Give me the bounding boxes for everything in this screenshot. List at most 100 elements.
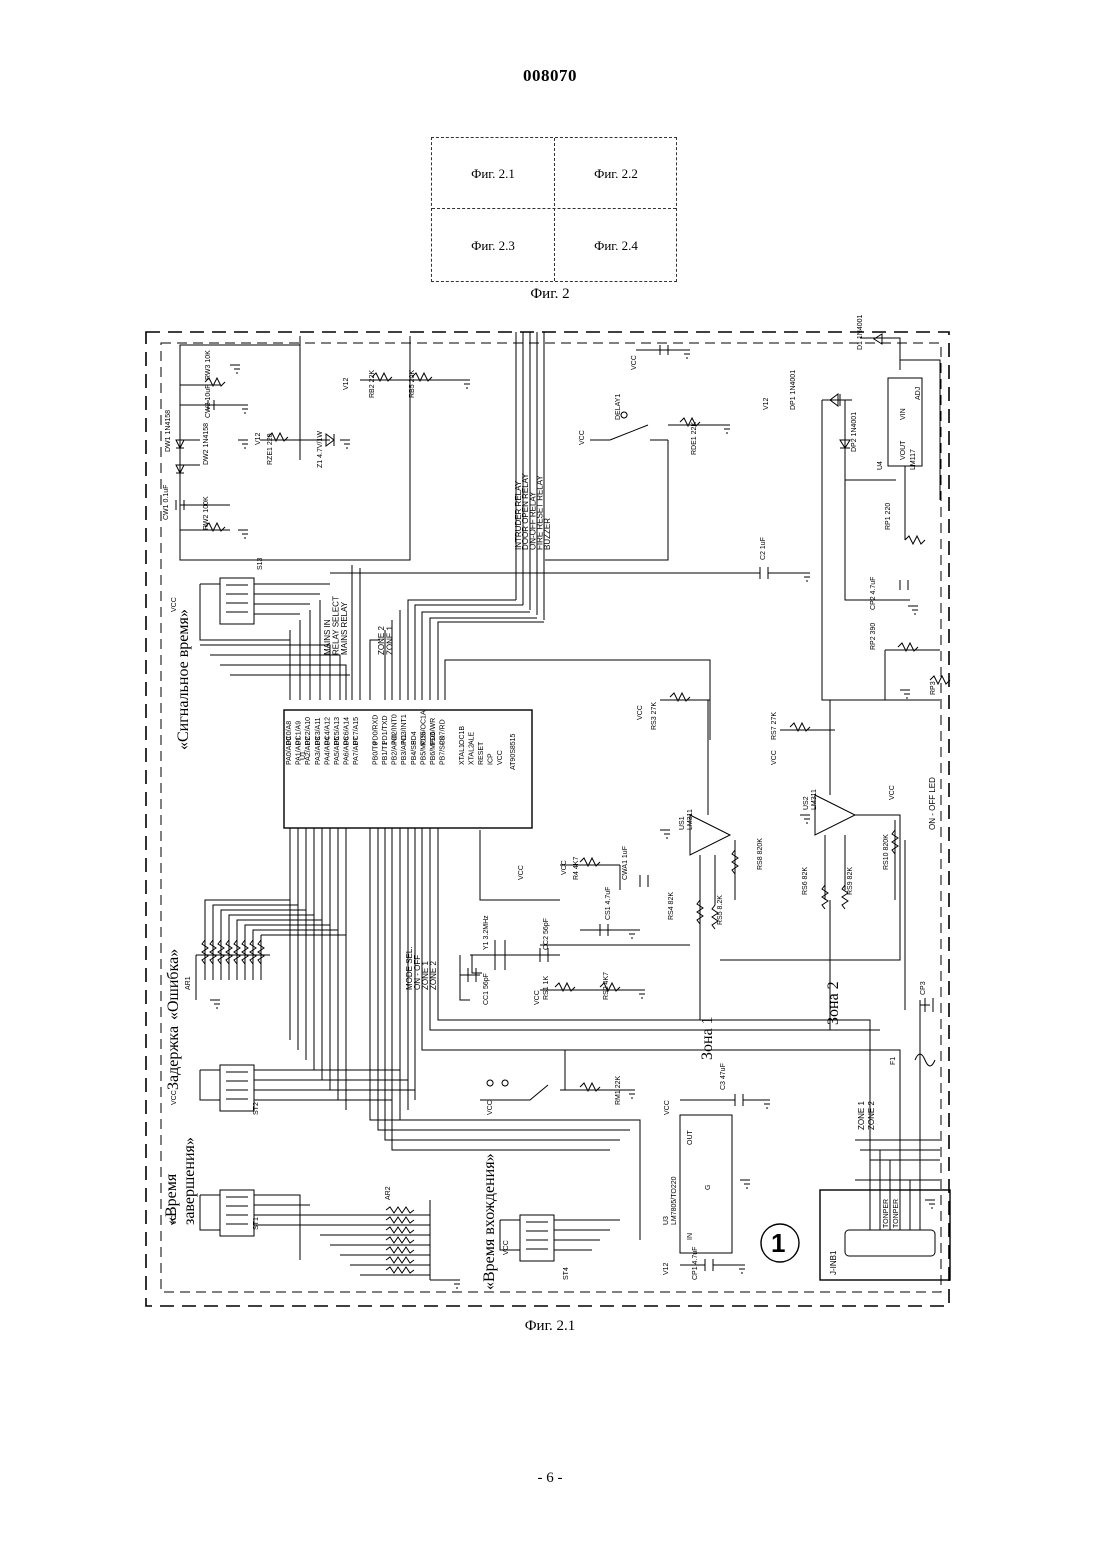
vcc-label: VCC	[561, 860, 568, 875]
v12-label: V12	[343, 377, 350, 390]
component-label: RW2 100K	[203, 496, 210, 530]
regulator-u3-ref: U3	[663, 1216, 670, 1225]
vcc-label: VCC	[631, 355, 638, 370]
component-label: DW2 1N4158	[203, 423, 210, 465]
component-label: RS4 82K	[668, 892, 675, 920]
component-label: AR1	[185, 976, 192, 990]
regulator-u4-ref: U4	[877, 461, 884, 470]
component-label: CP2 4.7uF	[870, 577, 877, 610]
component-label: RS9 82K	[847, 867, 854, 895]
vcc-label: VCC	[889, 785, 896, 800]
chip-pin-label: PD2/INT0	[392, 714, 399, 745]
mode-signal-label: ZONE 2	[429, 961, 438, 990]
label-completion-time-2: завершения»	[181, 1137, 198, 1225]
chip-pin-label: VCC	[497, 750, 504, 765]
component-label: F1	[890, 1057, 897, 1065]
vcc-label: VCC	[771, 750, 778, 765]
connector-ref: J-INB1	[829, 1250, 838, 1275]
chip-pin-label: XTAL1	[459, 744, 466, 765]
label-error: «Ошибка»	[165, 949, 182, 1020]
label-entry-time: «Время вхождения»	[481, 1153, 498, 1290]
component-label: ST4	[563, 1267, 570, 1280]
component-label: Y1 3.2MHz	[483, 915, 490, 950]
v12-label: V12	[763, 397, 770, 410]
component-label: D1 1N4001	[857, 314, 864, 350]
zone-signal-label: ZONE 1	[386, 626, 395, 655]
chip-pin-label: PC2/A10	[305, 717, 312, 745]
regulator-u4-pin: ADJ	[915, 387, 922, 400]
regulator-u4-part: LM117	[910, 449, 917, 470]
chip-part: AT90S8515	[510, 733, 517, 770]
comparator-us2-part: LM311	[811, 789, 818, 810]
vcc-label: VCC	[664, 1100, 671, 1115]
component-label: CC1 56pF	[483, 973, 490, 1005]
label-delay: Задержка	[165, 1026, 182, 1090]
component-label: C3 47uF	[720, 1063, 727, 1090]
component-label: R4 4K7	[573, 857, 580, 880]
component-label: RS6 82K	[802, 867, 809, 895]
chip-pin-label: PC3/A11	[315, 717, 322, 745]
component-label: CP3	[920, 981, 927, 995]
chip-pin-label: PC6/A14	[344, 717, 351, 745]
component-label: RM1 22K	[615, 1075, 622, 1105]
component-label: RP2 390	[870, 623, 877, 650]
chip-pin-label: XTAL2	[468, 744, 475, 765]
component-label: Z1 4.7V/1W	[317, 431, 324, 468]
v12-label: V12	[255, 432, 262, 445]
regulator-u3-pin: OUT	[687, 1130, 694, 1146]
vcc-label: VCC	[171, 1090, 178, 1105]
chip-pin-label: PC4/A12	[324, 717, 331, 745]
vcc-label: VCC	[637, 705, 644, 720]
comparator-us1-part: LM311	[687, 809, 694, 830]
component-label: DW1 1N4158	[165, 410, 172, 452]
component-label: DP1 1N4001	[790, 370, 797, 410]
component-label: ST2	[253, 1102, 260, 1115]
chip-pin-label: PD7/RD	[440, 719, 447, 745]
regulator-u4-pin: VOUT	[900, 440, 907, 460]
regulator-u3-pin: G	[705, 1185, 712, 1190]
zone-signal-label: ZONE 1	[857, 1101, 866, 1130]
label-signal-time: «Сигнальное время»	[175, 609, 192, 750]
component-label: RS10 820K	[883, 834, 890, 870]
component-label: RZE1 220	[267, 433, 274, 465]
component-label: DELAY1	[615, 394, 622, 420]
chip-pin-label: PC1/A9	[296, 721, 303, 745]
regulator-u4-pin: VIN	[900, 408, 907, 420]
chip-pin-label: PC5/A13	[334, 717, 341, 745]
vcc-label: VCC	[534, 990, 541, 1005]
component-label: RS5 8.2K	[717, 895, 724, 925]
component-label: RP1 220	[885, 503, 892, 530]
component-label: CS1 4.7uF	[605, 887, 612, 920]
component-label: DP2 1N4001	[851, 412, 858, 452]
vcc-label: VCC	[171, 1210, 178, 1225]
vcc-label: VCC	[503, 1240, 510, 1255]
component-label: RW3 10K	[205, 350, 212, 380]
component-label: S13	[257, 557, 264, 570]
component-label: RS7 27K	[771, 712, 778, 740]
chip-pin-label: PC7/A15	[353, 717, 360, 745]
component-label: CWA1 1uF	[622, 846, 629, 880]
component-label: ST1	[253, 1217, 260, 1230]
component-label: RS1 1K	[543, 976, 550, 1000]
component-label: CW1 0.1uF	[163, 485, 170, 520]
vcc-label: VCC	[171, 597, 178, 612]
schematic-caption: Фиг. 2.1	[0, 1318, 1100, 1335]
chip-pin-label: RESET	[478, 741, 485, 765]
chip-pin-label: PC0/A8	[286, 721, 293, 745]
component-label: CW2 10uF	[205, 385, 212, 418]
sheet-marker: 1	[771, 1228, 785, 1258]
chip-pin-label: ALE	[468, 731, 475, 745]
mains-signal-label: MAINS RELAY	[340, 601, 349, 655]
component-label: CP1 4.7uF	[692, 1247, 699, 1280]
vcc-label: VCC	[579, 430, 586, 445]
comparator-us2-ref: US2	[803, 796, 810, 810]
chip-pin-label: PD5/OC1A	[420, 710, 427, 745]
component-label: CC2 56pF	[543, 918, 550, 950]
on-off-led-label: ON - OFF LED	[928, 777, 937, 830]
vcc-label: VCC	[518, 865, 525, 880]
comparator-us1-ref: US1	[679, 816, 686, 830]
component-label: RS8 820K	[757, 838, 764, 870]
connector-pin-label: TONPER	[893, 1199, 900, 1228]
component-label: C2 1uF	[760, 537, 767, 560]
chip-pin-label: PD6/WR	[430, 718, 437, 745]
